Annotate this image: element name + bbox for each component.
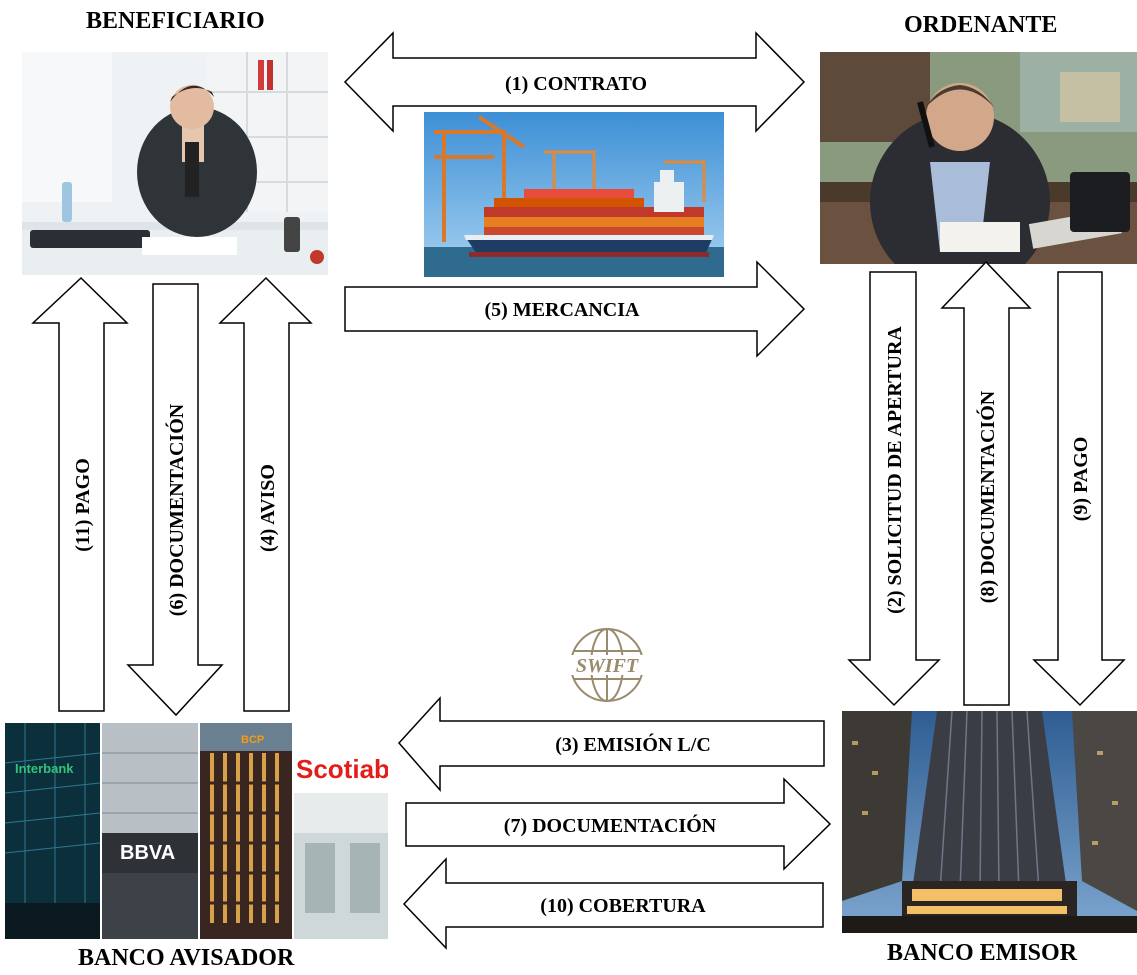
banco-emisor-photo [842, 711, 1137, 933]
swift-logo: SWIFT [565, 625, 650, 705]
ordenante-photo [820, 52, 1137, 264]
beneficiario-photo [22, 52, 328, 275]
label-documentacion-8: (8) DOCUMENTACIÓN [975, 390, 999, 603]
arrow-cobertura-10 [402, 857, 824, 950]
arrow-emision-3 [397, 696, 825, 793]
arrow-mercancia [344, 260, 806, 358]
arrow-documentacion-8 [940, 260, 1032, 706]
banco-avisador-photo: Interbank BBVA BCP Scotiab [5, 723, 388, 939]
label-pago-11: (11) PAGO [72, 458, 94, 552]
bcp-sign: BCP [241, 734, 264, 746]
interbank-sign: Interbank [15, 761, 74, 776]
title-banco-avisador: BANCO AVISADOR [78, 945, 295, 971]
label-solicitud-2: (2) SOLICITUD DE APERTURA [884, 326, 906, 614]
label-contrato: (1) CONTRATO [505, 73, 647, 95]
scotia-sign: Scotiab [296, 754, 388, 784]
title-beneficiario: BENEFICIARIO [86, 8, 265, 34]
label-documentacion-6: (6) DOCUMENTACIÓN [164, 403, 188, 616]
arrow-aviso-4 [218, 276, 313, 712]
title-ordenante: ORDENANTE [904, 12, 1058, 38]
arrow-documentacion-7 [405, 777, 832, 871]
label-cobertura: (10) COBERTURA [540, 895, 706, 917]
label-pago-9: (9) PAGO [1070, 437, 1092, 522]
label-emision: (3) EMISIÓN L/C [555, 732, 711, 756]
arrow-solicitud-2 [847, 271, 941, 707]
title-banco-emisor: BANCO EMISOR [887, 940, 1078, 966]
arrow-documentacion-6 [126, 283, 224, 717]
swift-logo-text: SWIFT [576, 655, 639, 677]
arrow-pago-11 [31, 276, 129, 712]
bbva-sign: BBVA [120, 842, 175, 864]
label-aviso-4: (4) AVISO [257, 464, 279, 552]
arrow-contrato [343, 31, 806, 133]
label-documentacion-7: (7) DOCUMENTACIÓN [504, 813, 717, 837]
arrow-pago-9 [1032, 271, 1126, 707]
label-mercancia: (5) MERCANCIA [485, 299, 641, 321]
cargo-ship-photo [424, 112, 724, 277]
